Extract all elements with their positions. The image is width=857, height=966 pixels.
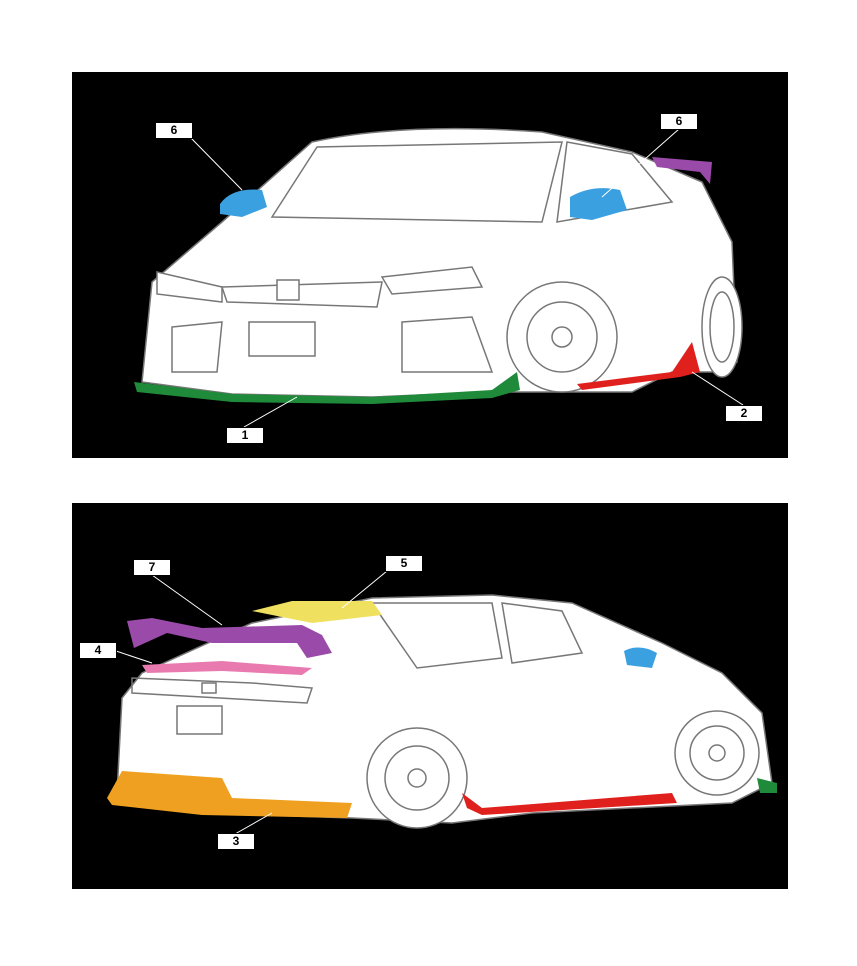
side-skirt-part <box>462 793 677 815</box>
callout-label: 2 <box>725 405 763 422</box>
callout-label: 6 <box>155 122 193 139</box>
wing-part <box>127 618 332 658</box>
callout-label: 7 <box>133 559 171 576</box>
mirror-right-part <box>570 188 627 220</box>
wing-front-part <box>652 157 712 184</box>
front-lip-part <box>134 372 520 404</box>
callout-label: 3 <box>217 833 255 850</box>
roof-spoiler-part <box>252 601 382 623</box>
mirror-left-part <box>220 189 267 217</box>
front-lip-part <box>757 778 777 793</box>
rear-car-illustration <box>107 570 777 835</box>
callout-label: 4 <box>79 642 117 659</box>
side-skirt-front-part <box>577 342 700 390</box>
mirror-part <box>624 647 657 668</box>
rear-lip-part <box>142 661 312 675</box>
callout-label: 5 <box>385 555 423 572</box>
rear-diffuser-part <box>107 771 352 818</box>
rear-view-panel: 7 5 4 3 <box>72 503 788 889</box>
callout-label: 6 <box>660 113 698 130</box>
front-view-panel: 6 6 1 2 <box>72 72 788 458</box>
front-car-illustration <box>134 127 744 428</box>
callout-label: 1 <box>226 427 264 444</box>
